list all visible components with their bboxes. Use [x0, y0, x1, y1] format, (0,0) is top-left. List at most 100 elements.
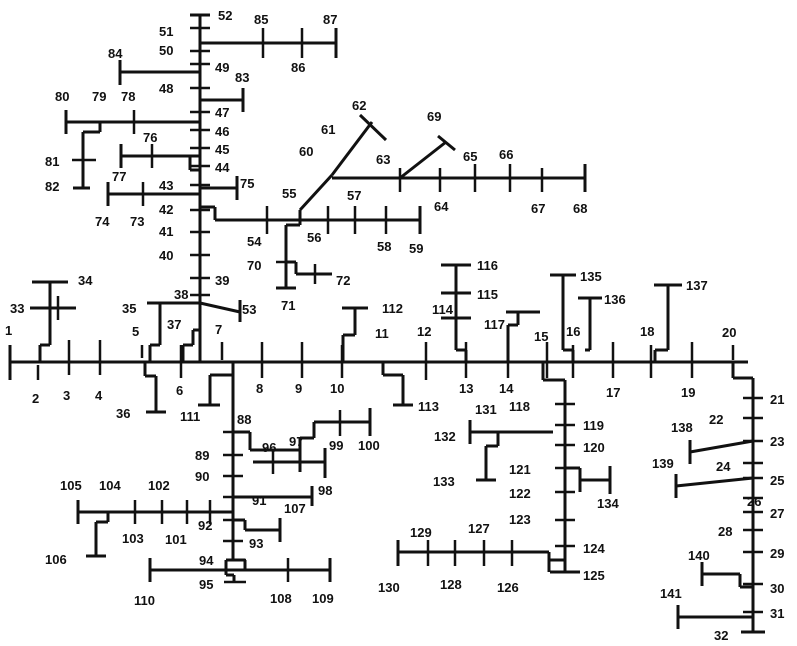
- bus-label-126: 126: [497, 580, 519, 595]
- bus-label-56: 56: [307, 230, 321, 245]
- bus-label-69: 69: [427, 109, 441, 124]
- bus-label-8: 8: [256, 381, 263, 396]
- bus-label-109: 109: [312, 591, 334, 606]
- bus-label-28: 28: [718, 524, 732, 539]
- bus-label-22: 22: [709, 412, 723, 427]
- bus-label-105: 105: [60, 478, 82, 493]
- bus-label-108: 108: [270, 591, 292, 606]
- feeder-segment: [689, 439, 754, 454]
- bus-label-39: 39: [215, 273, 229, 288]
- bus-label-125: 125: [583, 568, 605, 583]
- bus-label-12: 12: [417, 324, 431, 339]
- bus-label-136: 136: [604, 292, 626, 307]
- bus-label-48: 48: [159, 81, 173, 96]
- bus-label-130: 130: [378, 580, 400, 595]
- bus-label-83: 83: [235, 70, 249, 85]
- bus-label-88: 88: [237, 412, 251, 427]
- bus-label-59: 59: [409, 241, 423, 256]
- bus-label-101: 101: [165, 532, 187, 547]
- bus-label-80: 80: [55, 89, 69, 104]
- bus-label-120: 120: [583, 440, 605, 455]
- bus-label-32: 32: [714, 628, 728, 643]
- bus-label-29: 29: [770, 546, 784, 561]
- bus-label-5: 5: [132, 324, 139, 339]
- bus-label-58: 58: [377, 239, 391, 254]
- feeder-segment: [358, 113, 388, 142]
- bus-label-20: 20: [722, 325, 736, 340]
- bus-label-104: 104: [99, 478, 121, 493]
- bus-label-87: 87: [323, 12, 337, 27]
- bus-label-99: 99: [329, 438, 343, 453]
- bus-label-60: 60: [299, 144, 313, 159]
- bus-label-21: 21: [770, 392, 784, 407]
- bus-label-97: 97: [289, 434, 303, 449]
- bus-label-13: 13: [459, 381, 473, 396]
- bus-label-119: 119: [583, 418, 604, 433]
- bus-label-9: 9: [295, 381, 302, 396]
- bus-label-52: 52: [218, 8, 232, 23]
- bus-label-2: 2: [32, 391, 39, 406]
- bus-label-71: 71: [281, 298, 295, 313]
- bus-label-15: 15: [534, 329, 548, 344]
- bus-label-103: 103: [122, 531, 144, 546]
- bus-label-91: 91: [252, 493, 266, 508]
- bus-label-34: 34: [78, 273, 93, 288]
- bus-label-129: 129: [410, 525, 432, 540]
- bus-label-128: 128: [440, 577, 462, 592]
- bus-label-44: 44: [215, 160, 230, 175]
- bus-label-132: 132: [434, 429, 456, 444]
- bus-label-123: 123: [509, 512, 531, 527]
- feeder-segment: [399, 140, 447, 180]
- bus-label-67: 67: [531, 201, 545, 216]
- bus-label-25: 25: [770, 473, 784, 488]
- bus-label-64: 64: [434, 199, 449, 214]
- bus-label-102: 102: [148, 478, 170, 493]
- bus-label-89: 89: [195, 448, 209, 463]
- bus-label-23: 23: [770, 434, 784, 449]
- feeder-lines: [8, 13, 765, 634]
- bus-label-3: 3: [63, 388, 70, 403]
- bus-label-118: 118: [509, 399, 530, 414]
- bus-label-81: 81: [45, 154, 59, 169]
- bus-label-36: 36: [116, 406, 130, 421]
- bus-label-127: 127: [468, 521, 490, 536]
- bus-label-115: 115: [477, 287, 498, 302]
- bus-label-53: 53: [242, 302, 256, 317]
- bus-label-49: 49: [215, 60, 229, 75]
- bus-label-55: 55: [282, 186, 296, 201]
- bus-label-79: 79: [92, 89, 106, 104]
- bus-label-94: 94: [199, 553, 214, 568]
- bus-label-77: 77: [112, 169, 126, 184]
- bus-label-40: 40: [159, 248, 173, 263]
- bus-label-24: 24: [716, 459, 731, 474]
- bus-label-41: 41: [159, 224, 173, 239]
- bus-label-57: 57: [347, 188, 361, 203]
- bus-label-61: 61: [321, 122, 335, 137]
- bus-label-72: 72: [336, 273, 350, 288]
- bus-label-135: 135: [580, 269, 602, 284]
- bus-label-26: 26: [747, 494, 761, 509]
- bus-label-106: 106: [45, 552, 67, 567]
- bus-label-140: 140: [688, 548, 710, 563]
- bus-label-124: 124: [583, 541, 605, 556]
- bus-label-18: 18: [640, 324, 654, 339]
- feeder-segment: [199, 301, 241, 314]
- bus-label-4: 4: [95, 388, 103, 403]
- bus-label-82: 82: [45, 179, 59, 194]
- bus-label-107: 107: [284, 501, 306, 516]
- bus-label-113: 113: [418, 399, 439, 414]
- bus-label-43: 43: [159, 178, 173, 193]
- bus-label-74: 74: [95, 214, 110, 229]
- bus-label-110: 110: [134, 593, 155, 608]
- bus-label-122: 122: [509, 486, 531, 501]
- bus-label-30: 30: [770, 581, 784, 596]
- bus-label-86: 86: [291, 60, 305, 75]
- bus-label-7: 7: [215, 322, 222, 337]
- bus-label-85: 85: [254, 12, 268, 27]
- bus-label-84: 84: [108, 46, 123, 61]
- bus-label-27: 27: [770, 506, 784, 521]
- bus-label-133: 133: [433, 474, 455, 489]
- bus-label-95: 95: [199, 577, 213, 592]
